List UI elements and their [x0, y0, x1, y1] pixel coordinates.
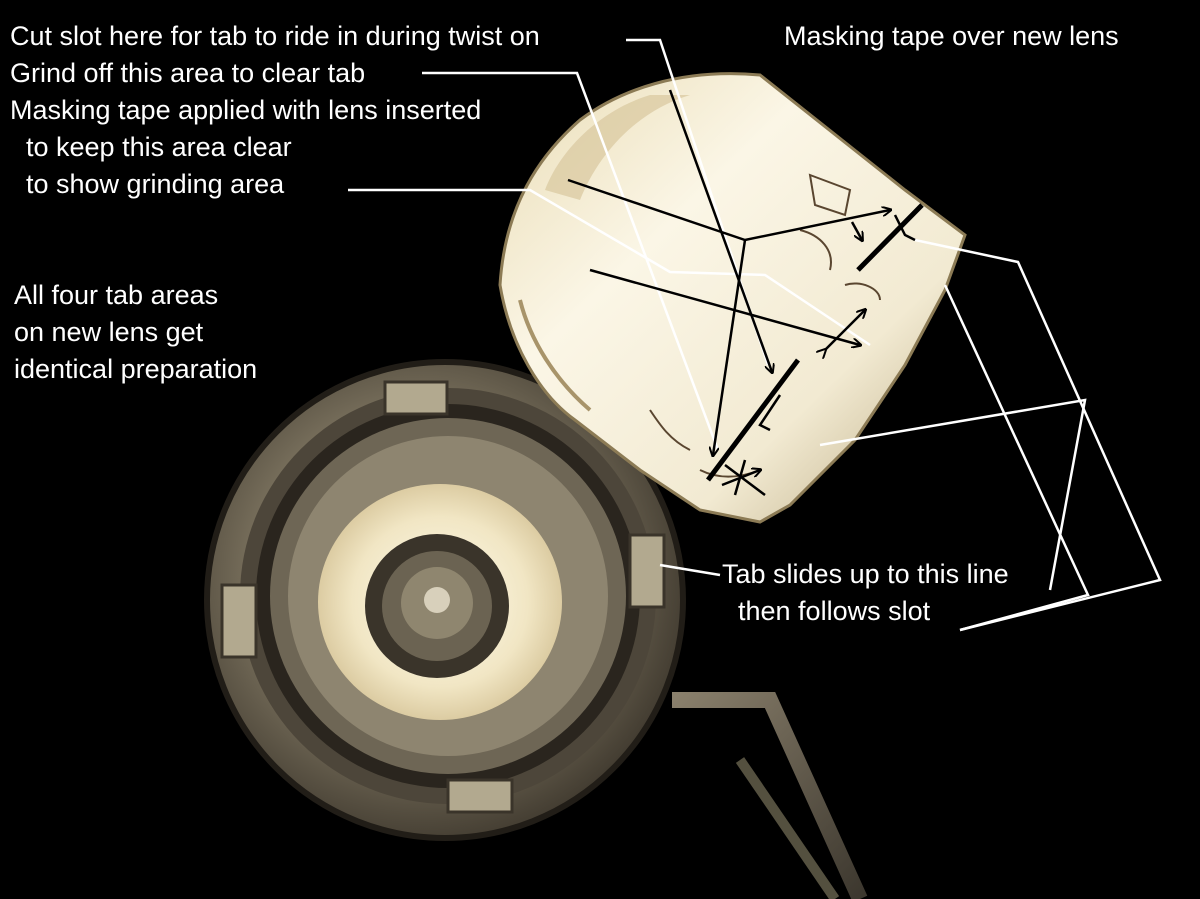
- lens-mount-disc: [204, 359, 686, 841]
- slot-line: [856, 203, 924, 272]
- tab-slides-label: Tab slides up to this line then follows …: [722, 556, 1009, 630]
- tab-slides-line-2: then follows slot: [738, 596, 931, 626]
- cut-slot-label: Cut slot here for tab to ride in during …: [10, 21, 540, 51]
- masking-line-1: Masking tape applied with lens inserted: [10, 95, 482, 125]
- arrow-icon: [589, 268, 860, 345]
- grind-off-label: Grind off this area to clear tab: [10, 58, 366, 88]
- tab-slides-pointer-line: [659, 563, 721, 577]
- double-arrow-icon: [825, 310, 865, 350]
- cut-slot-pointer-line: [626, 38, 770, 366]
- tab-slides-pointer-line: [914, 238, 1162, 632]
- masking-line-2: to keep this area clear: [26, 132, 292, 162]
- four-tabs-line-2: on new lens get: [14, 317, 204, 347]
- slot-marking: [893, 214, 916, 242]
- masking-over-lens-label: Masking tape over new lens: [784, 21, 1119, 51]
- pointer-lines: [348, 38, 1162, 632]
- slot-marking: [758, 394, 782, 432]
- four-tabs-label: All four tab areas on new lens get ident…: [14, 277, 257, 388]
- mount-tab: [446, 778, 514, 814]
- arrow-icon: [850, 221, 862, 240]
- wire-bracket: [672, 692, 868, 899]
- double-arrow-icon: [721, 459, 765, 496]
- four-tabs-line-1: All four tab areas: [14, 280, 219, 310]
- mount-tab: [628, 533, 666, 609]
- slot-line: [706, 358, 800, 482]
- arrow-icon: [713, 239, 747, 455]
- grind-off-pointer-line: [422, 71, 720, 451]
- mount-tab: [383, 380, 449, 416]
- masking-area-pointer-line: [348, 188, 871, 347]
- arrow-icon: [668, 89, 772, 372]
- tab-slides-line-1: Tab slides up to this line: [722, 559, 1009, 589]
- tab-slides-pointer-line: [819, 398, 1087, 591]
- four-tabs-line-3: identical preparation: [14, 354, 258, 384]
- new-lens: [498, 72, 967, 524]
- masking-tape-applied-label: Masking tape applied with lens inserted …: [10, 92, 481, 203]
- mount-tab: [220, 583, 258, 659]
- masking-line-3: to show grinding area: [26, 169, 285, 199]
- lens-markings: [567, 89, 924, 496]
